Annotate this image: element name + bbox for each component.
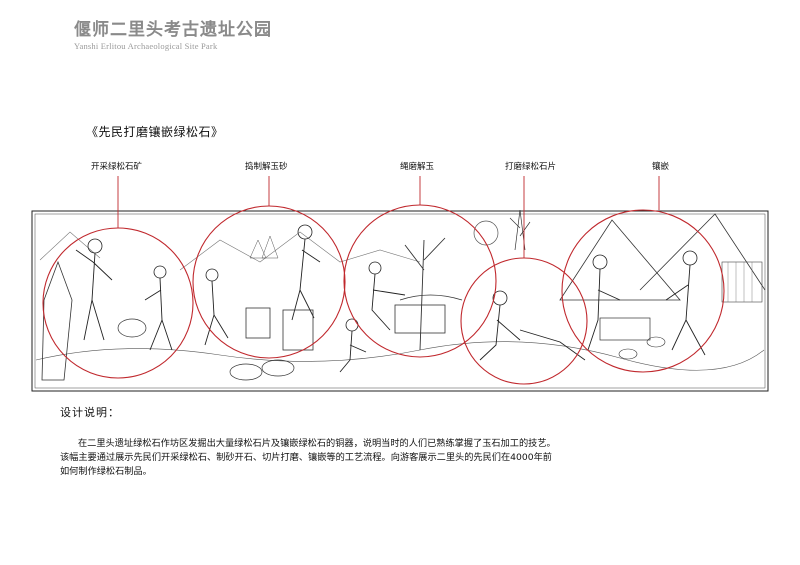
stage-label-rope-sawing: 绳磨解玉 bbox=[400, 162, 435, 172]
design-notes-line-2: 该幅主要通过展示先民们开采绿松石、制砂开石、切片打磨、镶嵌等的工艺流程。向游客展… bbox=[60, 452, 552, 463]
artwork-title: 《先民打磨镶嵌绿松石》 bbox=[86, 125, 224, 139]
stage-label-inlay: 镶嵌 bbox=[652, 162, 670, 172]
design-notes-body: 在二里头遗址绿松石作坊区发掘出大量绿松石片及镶嵌绿松石的铜器，说明当时的人们已熟… bbox=[60, 437, 660, 479]
mural-inner-frame bbox=[34, 213, 766, 389]
mural-illustration bbox=[31, 176, 769, 392]
park-title: 偃师二里头考古遗址公园 bbox=[74, 20, 272, 40]
highlight-circle-inlay bbox=[561, 209, 725, 373]
highlight-circle-rope-sawing bbox=[343, 204, 497, 358]
design-notes-line-3: 如何制作绿松石制品。 bbox=[60, 466, 152, 477]
stage-label-polishing: 打磨绿松石片 bbox=[505, 162, 557, 172]
stage-label-mining: 开采绿松石矿 bbox=[91, 162, 143, 172]
stage-label-sand-pounding: 捣制解玉砂 bbox=[245, 162, 288, 172]
highlight-circle-polishing bbox=[460, 257, 588, 385]
sun-shape bbox=[473, 220, 499, 246]
stage-highlight-circles bbox=[42, 204, 725, 385]
label-leader-lines bbox=[117, 176, 660, 258]
header: 偃师二里头考古遗址公园 Yanshi Erlitou Archaeologica… bbox=[74, 20, 272, 51]
mural-frame bbox=[31, 210, 769, 392]
design-notes-heading: 设计说明： bbox=[60, 406, 120, 419]
park-subtitle: Yanshi Erlitou Archaeological Site Park bbox=[74, 41, 218, 51]
highlight-circle-sand-pounding bbox=[192, 205, 346, 359]
highlight-circle-mining bbox=[42, 227, 194, 379]
design-notes-line-1: 在二里头遗址绿松石作坊区发掘出大量绿松石片及镶嵌绿松石的铜器，说明当时的人们已熟… bbox=[78, 438, 556, 449]
